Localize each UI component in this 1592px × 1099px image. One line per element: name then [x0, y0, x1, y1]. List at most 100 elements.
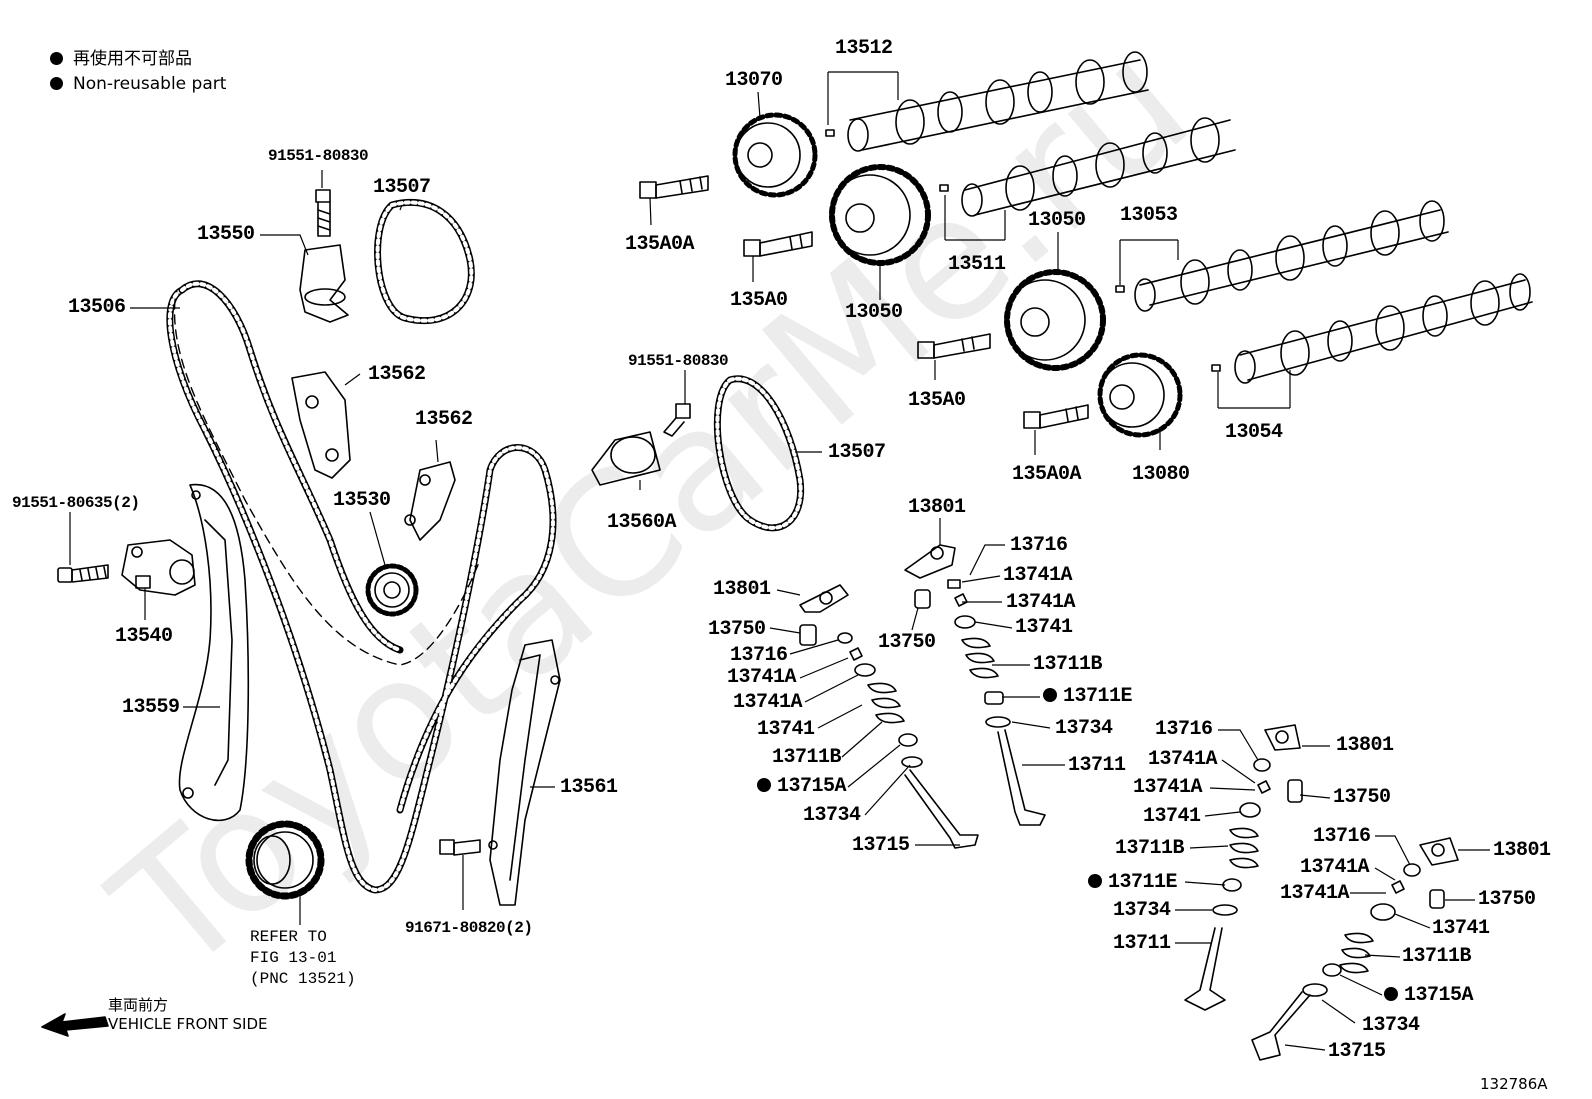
legend-jp: 再使用不可部品: [73, 49, 192, 69]
part-label-13560A: 13560A: [607, 511, 677, 534]
part-label-91551-80635: 91551-80635(2): [12, 494, 140, 512]
part-label-13741A-c1: 13741A: [1148, 748, 1218, 771]
part-label-13734-d: 13734: [1362, 1014, 1420, 1037]
part-label-13801-b: 13801: [908, 496, 966, 519]
part-label-13053: 13053: [1120, 204, 1178, 227]
part-label-13741-c: 13741: [1143, 805, 1201, 828]
part-label-13711E-c-text: 13711E: [1108, 871, 1178, 894]
camshaft-13512: [847, 51, 1149, 152]
bolt-135A0A-right: [1023, 404, 1089, 429]
part-label-13801-a: 13801: [713, 578, 771, 601]
chain-tensioner-13540: [121, 539, 196, 596]
chain-guide-13559: [178, 483, 250, 822]
legend-en: Non-reusable part: [73, 74, 227, 94]
part-label-13715A-b: 13715A: [757, 775, 847, 798]
part-label-13054: 13054: [1225, 421, 1283, 444]
vehicle-front-jp: 車両前方: [108, 996, 169, 1014]
small-chain-13507-a: [374, 198, 475, 325]
part-label-13734-b: 13734: [803, 804, 861, 827]
legend-row-jp: 再使用不可部品: [50, 48, 226, 70]
part-label-13741A-b2: 13741A: [733, 691, 803, 714]
part-label-13801-c: 13801: [1336, 734, 1394, 757]
cam-sprocket-13070: [732, 112, 818, 198]
part-label-13750-a: 13750: [878, 631, 936, 654]
bolt-91671-80820: [439, 839, 481, 856]
tensioner-13560A: [591, 431, 661, 486]
part-label-13741-b: 13741: [757, 718, 815, 741]
part-label-13741A-b1: 13741A: [727, 666, 797, 689]
non-reusable-dot-icon: [1384, 987, 1398, 1001]
bolt-135A0A-top: [639, 175, 709, 199]
part-label-13080: 13080: [1132, 463, 1190, 486]
bolt-91551-80635: [57, 564, 109, 583]
part-label-13507-a: 13507: [373, 176, 431, 199]
valvetrain-cluster-b: [904, 544, 1046, 826]
valvetrain-cluster-a: [799, 584, 979, 849]
bolt-135A0-top: [743, 231, 813, 257]
part-label-13741A-a2: 13741A: [1006, 591, 1076, 614]
part-label-13741A-c2: 13741A: [1133, 776, 1203, 799]
part-label-13050-left: 13050: [845, 301, 903, 324]
front-arrow: [41, 1013, 109, 1037]
tensioner-13550: [299, 244, 349, 323]
part-label-13711-c: 13711: [1113, 932, 1171, 955]
valvetrain-cluster-c: [1184, 724, 1303, 1011]
part-label-13741-d: 13741: [1432, 917, 1490, 940]
vehicle-front-side: 車両前方 VEHICLE FRONT SIDE: [108, 996, 268, 1034]
part-label-13512: 13512: [835, 37, 893, 60]
legend: 再使用不可部品 Non-reusable part: [50, 48, 226, 95]
part-label-13530: 13530: [333, 489, 391, 512]
part-label-13716-c: 13716: [1155, 718, 1213, 741]
part-label-13562-b: 13562: [415, 408, 473, 431]
part-label-91551-80830-b: 91551-80830: [628, 352, 729, 370]
bolt-91551-80830-b: [663, 403, 691, 437]
part-label-13550: 13550: [197, 223, 255, 246]
part-label-13715A-b-text: 13715A: [777, 775, 847, 798]
part-label-13734-c: 13734: [1113, 899, 1171, 922]
part-label-13750-b: 13750: [708, 618, 766, 641]
non-reusable-dot-icon: [757, 778, 771, 792]
refer-note-line3: (PNC 13521): [250, 970, 356, 988]
part-label-13070: 13070: [725, 69, 783, 92]
valvetrain-cluster-d: [1251, 837, 1459, 1061]
part-label-13711E-c: 13711E: [1088, 871, 1178, 894]
part-label-13711B-c: 13711B: [1115, 837, 1185, 860]
part-label-13715-d: 13715: [1328, 1040, 1386, 1063]
part-label-13559: 13559: [122, 696, 180, 719]
part-label-13561: 13561: [560, 776, 618, 799]
legend-row-en: Non-reusable part: [50, 73, 226, 95]
vvt-sprocket-13050-right: [1004, 269, 1106, 371]
part-label-13507-b: 13507: [828, 441, 886, 464]
refer-note: REFER TO FIG 13-01 (PNC 13521): [250, 927, 356, 990]
part-label-13711B-d: 13711B: [1402, 945, 1472, 968]
part-label-13741A-a1: 13741A: [1003, 564, 1073, 587]
part-label-13711-a: 13711: [1068, 754, 1126, 777]
part-label-13716-a: 13716: [1010, 534, 1068, 557]
chain-damper-13562-a: [291, 371, 351, 479]
idler-sprocket-13530: [365, 563, 419, 617]
part-label-13562-a: 13562: [368, 363, 426, 386]
part-label-135A0-right: 135A0: [908, 389, 966, 412]
crank-sprocket: [245, 820, 325, 900]
part-label-91551-80830-a: 91551-80830: [268, 147, 369, 165]
non-reusable-dot-icon: [50, 77, 63, 90]
chain-guide-13561: [488, 639, 561, 906]
part-label-13741-a: 13741: [1015, 616, 1073, 639]
part-label-13716-b: 13716: [730, 644, 788, 667]
non-reusable-dot-icon: [50, 52, 63, 65]
bolt-135A0-right: [917, 333, 991, 359]
part-label-13741A-d1: 13741A: [1300, 856, 1370, 879]
non-reusable-dot-icon: [1043, 688, 1057, 702]
camshaft-13511: [961, 117, 1236, 217]
part-label-13741A-d2: 13741A: [1280, 882, 1350, 905]
small-chain-13507-b: [713, 375, 805, 532]
chain-damper-13562-b: [404, 461, 456, 541]
vehicle-front-en: VEHICLE FRONT SIDE: [108, 1015, 268, 1033]
part-label-13750-d: 13750: [1478, 888, 1536, 911]
part-label-91671-80820: 91671-80820(2): [405, 919, 533, 937]
part-label-13750-c: 13750: [1333, 786, 1391, 809]
figure-id: 132786A: [1480, 1075, 1548, 1093]
part-label-13801-d: 13801: [1493, 839, 1551, 862]
part-label-13511: 13511: [948, 253, 1006, 276]
